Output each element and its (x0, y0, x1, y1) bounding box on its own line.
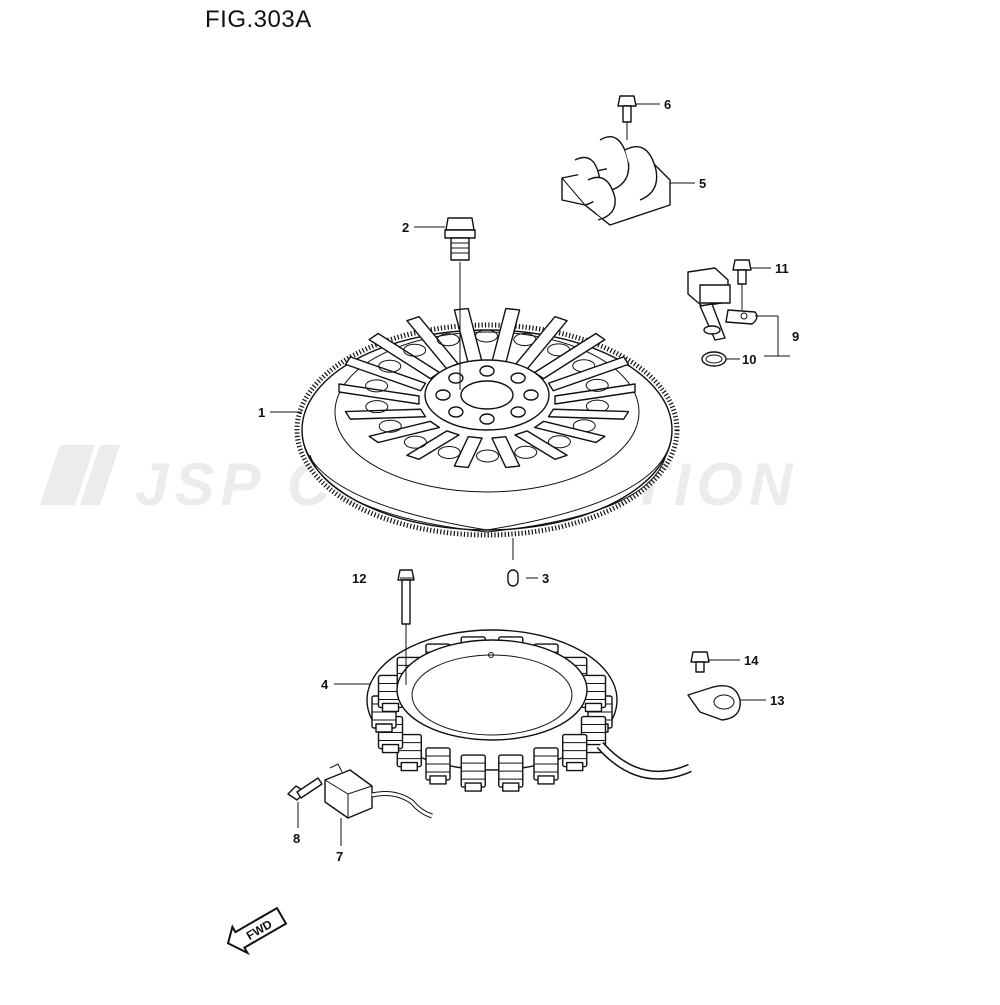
stator-pole (425, 747, 451, 785)
blade-pocket (403, 343, 427, 357)
blade-pocket (403, 435, 427, 449)
callout-11: 11 (775, 261, 789, 276)
fan-blade (368, 420, 441, 444)
blade-pocket (378, 419, 402, 433)
blade-pocket (378, 359, 402, 373)
fan-blade (338, 383, 420, 405)
fan-blade (547, 408, 630, 420)
blade-pocket (437, 445, 461, 459)
fan-blade (344, 408, 427, 420)
sensor-bolt-part (732, 259, 752, 310)
hub-hole (523, 389, 539, 401)
hub-hole (510, 372, 526, 384)
callout-3: 3 (542, 571, 549, 586)
flywheel-part (294, 307, 680, 538)
hub-hole (448, 406, 464, 418)
stator-pole (533, 747, 559, 785)
callout-4: 4 (321, 677, 329, 692)
callout-leaders (270, 103, 790, 846)
clamp-part (561, 136, 671, 226)
arrow-left-icon (226, 906, 288, 956)
fan-blade (453, 436, 483, 469)
callout-12: 12 (352, 571, 366, 586)
blade-pocket (474, 329, 498, 343)
blade-pocket (514, 445, 538, 459)
hub-hole (448, 372, 464, 384)
stator-pole (460, 754, 486, 792)
blade-pocket (476, 449, 500, 463)
key-pin-part (507, 538, 519, 587)
cable-clamp-part (687, 685, 741, 721)
callout-1: 1 (258, 405, 265, 420)
stator-pole (562, 733, 588, 772)
fan-blade (554, 383, 636, 405)
hub-hole (479, 413, 495, 425)
pulser-coil-part (324, 763, 433, 819)
fan-blade (533, 420, 606, 444)
sensor-part (687, 267, 758, 341)
hub-hole (510, 406, 526, 418)
flywheel-bolt-part (444, 217, 476, 390)
callout-5: 5 (699, 176, 706, 191)
fan-blade (547, 356, 630, 392)
callout-7: 7 (336, 849, 343, 864)
fwd-direction-badge: FWD (226, 906, 288, 956)
callout-6: 6 (664, 97, 671, 112)
hub-hole (435, 389, 451, 401)
fan-blade (514, 430, 568, 460)
blade-pocket (365, 400, 389, 414)
callout-labels: 1 2 3 4 5 6 7 8 9 10 11 12 13 14 (258, 97, 799, 864)
callout-8: 8 (293, 831, 300, 846)
cable-clamp-bolt-part (690, 651, 710, 673)
pulser-screw-part (287, 777, 323, 801)
watermark-logo-icon (40, 445, 120, 505)
callout-13: 13 (770, 693, 784, 708)
blade-pocket (365, 379, 389, 393)
fan-blade (406, 430, 460, 460)
fan-blade (491, 436, 521, 469)
stator-pole (498, 754, 524, 792)
callout-14: 14 (744, 653, 759, 668)
blade-pocket (585, 378, 609, 392)
fan-blade (344, 356, 427, 392)
callout-2: 2 (402, 220, 409, 235)
blade-pocket (436, 333, 460, 347)
callout-10: 10 (742, 352, 756, 367)
blade-pocket (547, 435, 571, 449)
stator-part (366, 629, 692, 792)
figure-title: FIG.303A (205, 6, 312, 33)
callout-9: 9 (792, 329, 799, 344)
clamp-screw-part (617, 95, 637, 140)
hub-hole (479, 365, 495, 377)
